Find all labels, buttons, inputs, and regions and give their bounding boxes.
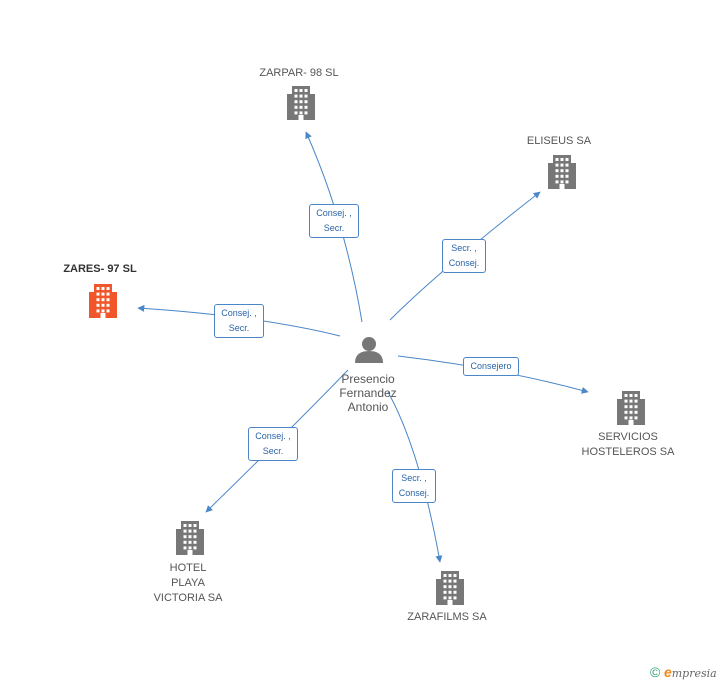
building-icon-servicios (617, 391, 645, 425)
edge-label-servicios[interactable]: Consejero (463, 356, 519, 376)
edge-label-zarpar[interactable]: Consej. , Secr. (309, 204, 359, 238)
building-icon-zares (89, 284, 117, 318)
edge-label-zarafilms[interactable]: Secr. , Consej. (391, 469, 437, 503)
copyright-symbol: © (650, 664, 661, 680)
company-label-zares[interactable]: ZARES- 97 SL (63, 263, 137, 275)
edge-label-zares[interactable]: Consej. , Secr. (214, 304, 264, 338)
company-label-zarpar[interactable]: ZARPAR- 98 SL (259, 67, 339, 79)
brand-logo-initial: e (663, 664, 672, 680)
person-label[interactable]: Presencio Fernandez Antonio (339, 372, 397, 414)
building-icon-hotel (176, 521, 204, 555)
edge-zarafilms (387, 391, 443, 563)
brand-logo-text: mpresia (671, 667, 717, 680)
building-icon-zarafilms (436, 571, 464, 605)
building-icon-zarpar (287, 86, 315, 120)
edge-label-eliseus[interactable]: Secr. , Consej. (441, 239, 487, 273)
building-icon-eliseus (548, 155, 576, 189)
nodes (89, 86, 645, 605)
company-label-zarafilms[interactable]: ZARAFILMS SA (407, 611, 487, 623)
company-label-servicios[interactable]: SERVICIOS HOSTELEROS SA (581, 431, 675, 458)
company-label-eliseus[interactable]: ELISEUS SA (526, 135, 592, 147)
edge-label-hotel[interactable]: Consej. , Secr. (248, 427, 298, 461)
person-icon (355, 337, 383, 363)
copyright-footer: © empresia (650, 664, 717, 680)
company-label-hotel[interactable]: HOTEL PLAYA VICTORIA SA (153, 562, 223, 604)
